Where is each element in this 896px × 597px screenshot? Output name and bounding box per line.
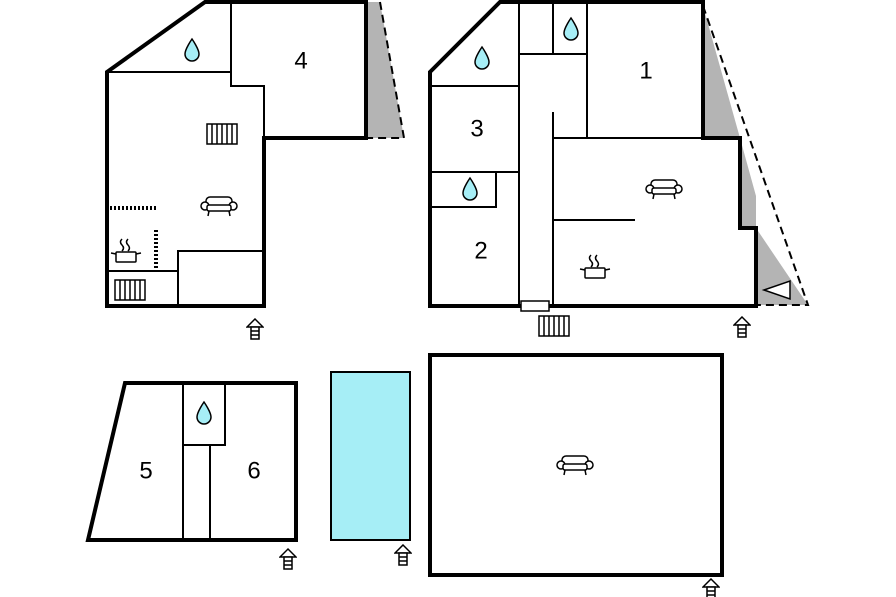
room-label-3: 3 bbox=[470, 115, 483, 142]
room-label-6: 6 bbox=[247, 457, 260, 484]
stairs-icon bbox=[114, 279, 146, 301]
building-left: 4 bbox=[105, 0, 406, 340]
door-step bbox=[520, 300, 550, 312]
entrance-arrow-icon bbox=[246, 318, 264, 340]
water-drop-icon bbox=[184, 38, 200, 62]
room-label-4: 4 bbox=[294, 47, 307, 74]
pool bbox=[330, 371, 412, 566]
entrance-arrow-icon bbox=[733, 316, 751, 338]
water-drop-icon bbox=[474, 46, 490, 70]
water-drop-icon bbox=[563, 17, 579, 41]
water-drop-icon bbox=[462, 177, 478, 201]
room-label-2: 2 bbox=[474, 237, 487, 264]
room-label-5: 5 bbox=[139, 457, 152, 484]
terrace-arrow-icon bbox=[761, 279, 791, 301]
entrance-arrow-icon bbox=[394, 544, 412, 566]
sofa-icon bbox=[645, 179, 683, 200]
stairs-icon bbox=[538, 315, 570, 337]
stairs-icon bbox=[206, 123, 238, 145]
building-right: 1 3 2 bbox=[428, 0, 810, 338]
building-bottom-left: 5 6 bbox=[85, 381, 298, 570]
building-bottom-right bbox=[428, 353, 724, 597]
entrance-arrow-icon bbox=[702, 578, 720, 597]
room-label-1: 1 bbox=[639, 57, 652, 84]
cooking-pot-icon bbox=[579, 254, 611, 279]
sofa-icon bbox=[200, 196, 238, 217]
entrance-arrow-icon bbox=[279, 548, 297, 570]
sofa-icon bbox=[556, 455, 594, 476]
cooking-pot-icon bbox=[110, 238, 142, 263]
water-drop-icon bbox=[196, 401, 212, 425]
